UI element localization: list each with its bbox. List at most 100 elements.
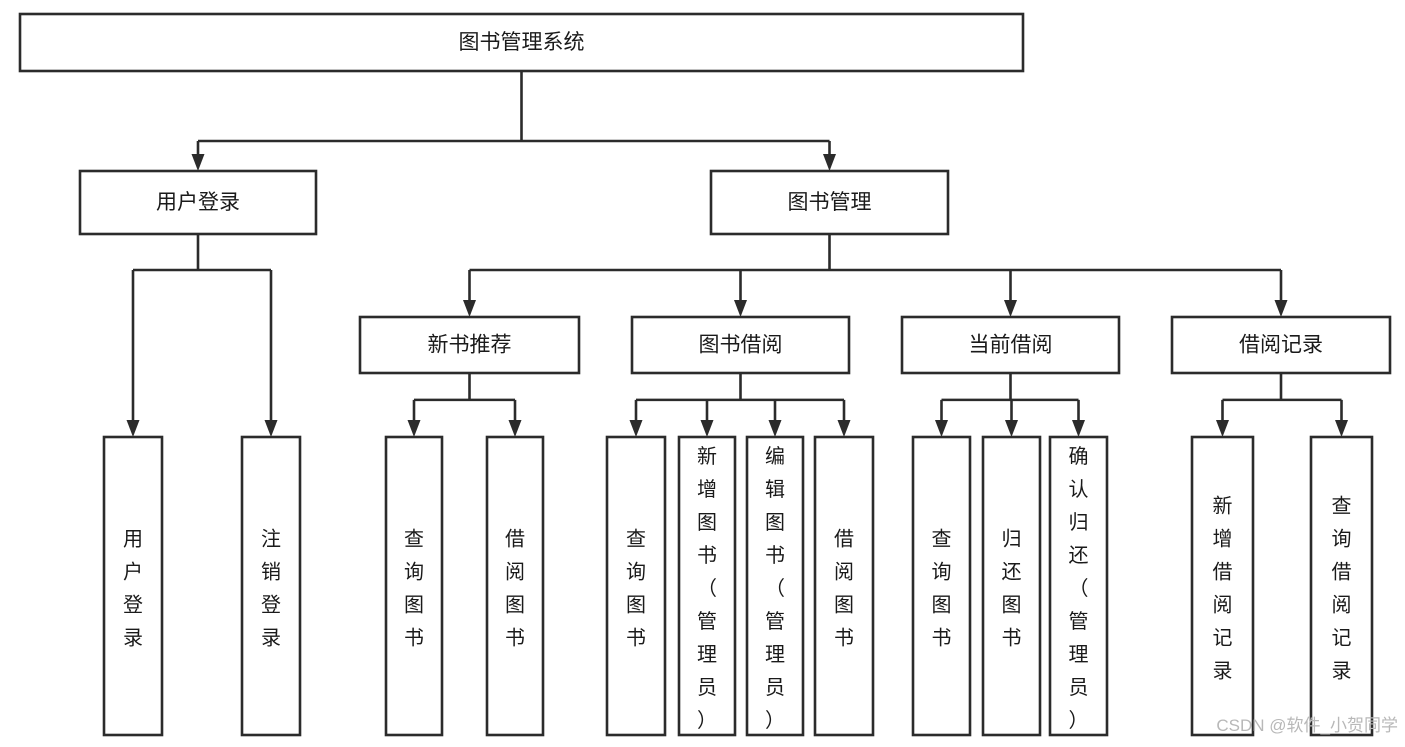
node-label-char: 借: [834, 528, 854, 551]
arrow-head-icon: [629, 420, 643, 437]
node-current-borrow[interactable]: 当前借阅: [900, 315, 1121, 375]
arrow-head-icon: [768, 420, 782, 437]
node-label: 借阅记录: [1239, 334, 1323, 357]
node-label-char: 询: [1332, 528, 1352, 551]
node-leaf-user-login[interactable]: 用户登录: [102, 435, 164, 737]
connector-group-borrow-record: [1216, 373, 1348, 437]
node-label-char: ）: [697, 709, 717, 732]
node-label-char: 管: [765, 610, 785, 633]
arrow-head-icon: [823, 154, 836, 171]
arrow-head-icon: [126, 420, 140, 437]
node-label-char: 录: [1213, 661, 1233, 683]
node-label-char: ）: [765, 709, 785, 732]
node-label-char: 归: [1069, 511, 1089, 534]
connector-group-user-login: [126, 234, 278, 437]
node-label: 用户登录: [123, 529, 143, 650]
node-label-char: 图: [626, 595, 646, 617]
node-box: [677, 435, 737, 737]
node-box: [384, 435, 444, 737]
node-box: [240, 435, 302, 737]
node-label-char: 员: [765, 677, 785, 699]
node-label-char: 记: [1213, 627, 1233, 650]
node-label-char: 户: [123, 561, 143, 584]
node-label-char: 图: [765, 512, 785, 534]
node-label-char: 图: [404, 595, 424, 617]
csdn-watermark: CSDN @软件_小贺同学: [1216, 716, 1398, 735]
node-label-char: 借: [1213, 561, 1233, 584]
node-label-char: 登: [123, 594, 143, 617]
node-label-char: 图: [505, 595, 525, 617]
node-user-login[interactable]: 用户登录: [78, 169, 318, 236]
connector-group-book-management: [463, 234, 1288, 317]
node-root[interactable]: 图书管理系统: [18, 12, 1025, 73]
node-label-char: 员: [1069, 677, 1089, 699]
arrow-head-icon: [837, 420, 851, 437]
node-box: [911, 435, 972, 737]
node-box: [358, 315, 581, 375]
connector-group-book-borrow: [629, 373, 851, 437]
node-book-borrow[interactable]: 图书借阅: [630, 315, 851, 375]
node-label-char: 书: [626, 627, 646, 650]
node-label: 新书推荐: [428, 334, 512, 357]
node-label-char: 书: [932, 627, 952, 650]
node-borrow-record[interactable]: 借阅记录: [1170, 315, 1392, 375]
node-box: [605, 435, 667, 737]
node-new-book-recommend[interactable]: 新书推荐: [358, 315, 581, 375]
node-box: [1190, 435, 1255, 737]
arrow-head-icon: [700, 420, 714, 437]
node-label-char: 询: [404, 561, 424, 584]
node-label-char: 辑: [765, 478, 785, 501]
node-box: [1309, 435, 1374, 737]
node-label-char: 查: [404, 528, 424, 551]
node-label-char: 理: [697, 644, 717, 666]
node-label-char: 阅: [505, 561, 525, 584]
node-label-char: 新: [1213, 495, 1233, 518]
node-label-char: 阅: [834, 561, 854, 584]
arrow-head-icon: [1005, 420, 1018, 437]
node-label-char: 编: [765, 445, 785, 468]
node-label-char: 书: [1002, 627, 1022, 650]
arrow-head-icon: [508, 420, 522, 437]
node-label-char: 书: [505, 627, 525, 650]
arrow-head-icon: [734, 300, 747, 317]
node-label-char: 还: [1069, 544, 1089, 567]
node-label-char: 录: [261, 628, 281, 650]
node-book-management[interactable]: 图书管理: [709, 169, 950, 236]
node-label-char: 新: [697, 445, 717, 468]
arrow-head-icon: [1274, 300, 1288, 317]
nodes-layer: 图书管理系统用户登录图书管理新书推荐图书借阅当前借阅借阅记录用户登录注销登录查询…: [18, 12, 1392, 737]
node-label-char: 查: [932, 528, 952, 551]
connector-group-current-borrow: [935, 373, 1085, 437]
node-label-char: 增: [1213, 528, 1233, 551]
node-label-char: 用: [123, 529, 143, 551]
node-box: [981, 435, 1042, 737]
node-label-char: 理: [1069, 644, 1089, 666]
node-label-char: 询: [932, 561, 952, 584]
arrow-head-icon: [1072, 420, 1085, 437]
